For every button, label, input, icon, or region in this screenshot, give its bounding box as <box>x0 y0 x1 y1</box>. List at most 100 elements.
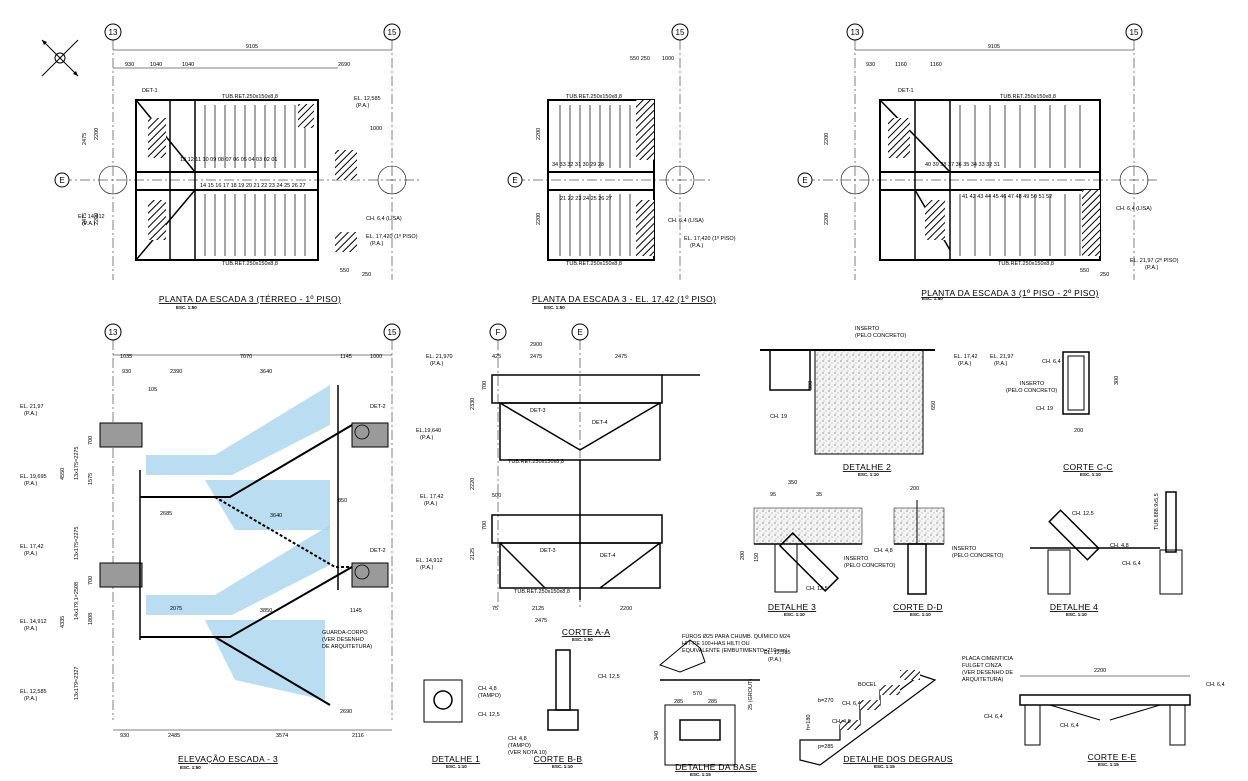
cutdd-pelo: (PELO CONCRETO) <box>952 553 1003 559</box>
plan2-steps-low: 21 22 23 24 25 26 27 <box>560 196 612 202</box>
plan2-tub-top: TUB.RET.250x150x8,8 <box>566 94 622 100</box>
elev-dim-3850: 3850 <box>260 608 272 614</box>
elev-dim-1145b: 1145 <box>350 608 362 614</box>
dim-9105: 9105 <box>246 44 258 50</box>
plan1-det1: DET-1 <box>142 88 158 94</box>
base-dim-285b: 285 <box>708 699 717 705</box>
elev-el2197: EL. 21,97 <box>20 404 44 410</box>
elev-dim-2116: 2116 <box>352 733 364 739</box>
plan3-tub-bottom: TUB.RET.250x150x8,8 <box>998 261 1054 267</box>
det1-title: DETALHE 1 <box>432 754 480 764</box>
cutdd-scale: ESC. 1:10 <box>910 612 931 617</box>
cutcc-title: CORTE C-C <box>1063 462 1113 472</box>
plan1-el12585-pa: (P.A.) <box>356 103 370 109</box>
det3-pelo: (PELO CONCRETO) <box>844 563 895 569</box>
base-el12585: EL. 12,585 <box>764 650 791 656</box>
det1-ch48: CH. 4,8 <box>478 686 497 692</box>
cutaa-dim-2200: 2200 <box>620 606 632 612</box>
detail-1: CH. 4,8 (TAMPO) CH. 12,5 DETALHE 1 ESC. … <box>423 679 501 769</box>
cutaa-dim-2475a: 2475 <box>530 354 542 360</box>
plan2-dim-550-250: 550 250 <box>630 56 650 62</box>
steps-p285: p=285 <box>818 744 833 750</box>
cutaa-dim-2125v: 2125 <box>470 548 476 560</box>
det2-scale: ESC. 1:10 <box>858 472 879 477</box>
plan1-tub-top: TUB.RET.250x150x8,8 <box>222 94 278 100</box>
det2-pelo: (PELO CONCRETO) <box>855 333 906 339</box>
cutdd-dim-200: 200 <box>910 486 919 492</box>
det3-dim-200: 200 <box>740 551 746 560</box>
plan1-steps-up: 13 12 11 10 09 08 07 06 05 04 03 02 01 <box>180 157 277 163</box>
plan3-dim-1160b: 1160 <box>930 62 942 68</box>
dim-1000: 1000 <box>370 126 382 132</box>
plan1-el17420-pa: (P.A.) <box>370 241 384 247</box>
plan2-el17420: EL. 17,420 (1º PISO) <box>684 235 736 242</box>
cutcc-ch64: CH. 6,4 <box>1042 359 1061 365</box>
plan3-ch64: CH. 6,4 (LISA) <box>1116 206 1152 212</box>
plan1-el12585: EL. 12,585 <box>354 96 381 102</box>
cutaa-el1742: EL. 17,42 <box>420 494 444 500</box>
cutbb-nota: (VER NOTA 10) <box>508 750 547 756</box>
plan1-dim-2475b: 2475 <box>82 213 88 225</box>
plan3-tub-top: TUB.RET.250x150x8,8 <box>1000 94 1056 100</box>
elev-dim-7070: 7070 <box>240 354 252 360</box>
elev-el14912: EL. 14,912 <box>20 619 47 625</box>
plan2-el17420-pa: (P.A.) <box>690 243 704 249</box>
cutaa-dim-425: 425 <box>492 354 501 360</box>
cutcc-dim-200: 200 <box>1074 428 1083 434</box>
elev-guarda2: (VER DESENHO <box>322 637 365 643</box>
cutaa-el14912: EL. 14,912 <box>416 558 443 564</box>
elev-dim-2685: 2685 <box>160 511 172 517</box>
section-ee: 2200 CH. 6,4 CH. 6,4 CH. 6,4 CORTE E-E E… <box>984 668 1225 767</box>
steps-bocel: BOCEL <box>858 682 877 688</box>
cutaa-det3a: DET-3 <box>530 408 546 414</box>
steps-placa2: FULGET CINZA <box>962 663 1002 669</box>
cutaa-det3b: DET-3 <box>540 548 556 554</box>
elev-el19695-pa: (P.A.) <box>24 481 38 487</box>
elev-el2197-pa: (P.A.) <box>24 411 38 417</box>
plan-3: 13 15 E 9105 930 1160 1160 40 39 38 37 3… <box>797 23 1179 301</box>
elev-dim-13x175a: 13x175=2275 <box>74 447 80 481</box>
steps-ch48: CH. 4,8 <box>832 719 851 725</box>
cutbb-ch125: CH. 12,5 <box>598 674 620 680</box>
steps-scale: ESC. 1:15 <box>874 764 895 769</box>
cutaa-el21970-pa: (P.A.) <box>430 361 444 367</box>
dim-2690: 2690 <box>338 62 350 68</box>
cutaa-dim-2220: 2220 <box>470 478 476 490</box>
cutbb-scale: ESC. 1:10 <box>552 764 573 769</box>
cutee-ch64b: CH. 6,4 <box>984 714 1003 720</box>
det1-ch125: CH. 12,5 <box>478 712 500 718</box>
detail-base: FUROS Ø25 PARA CHUMB. QUÍMICO M24 HIT-RE… <box>654 633 791 777</box>
plan2-dim-2200b: 2200 <box>536 213 542 225</box>
plan1-title: PLANTA DA ESCADA 3 (TÉRREO - 1º PISO) <box>159 294 341 304</box>
base-furos1: FUROS Ø25 PARA CHUMB. QUÍMICO M24 <box>682 633 790 640</box>
elev-dim-2390: 2390 <box>170 369 182 375</box>
elev-el1742-pa: (P.A.) <box>24 551 38 557</box>
grid-15-label: 15 <box>388 28 397 37</box>
plan1-dim-2200b: 2200 <box>94 213 100 225</box>
plan3-dim-2200b: 2200 <box>824 213 830 225</box>
section-aa: F E 2900 425 2475 2475 EL. 21,970 (P.A.)… <box>416 323 700 642</box>
elev-dim-1575: 1575 <box>88 473 94 485</box>
plan1-dim-250: 250 <box>362 272 371 278</box>
det2-el1742: EL. 17,42 <box>954 354 978 360</box>
plan1-steps-lower: 14 15 16 17 18 19 20 21 22 23 24 25 26 2… <box>200 183 306 189</box>
cutaa-det4a: DET-4 <box>592 420 608 426</box>
cutbb-tampo: (TAMPO) <box>508 743 531 749</box>
det3-dim-35: 35 <box>816 492 822 498</box>
plan2-dim-1000: 1000 <box>662 56 674 62</box>
plan1-ch64: CH. 6,4 (LISA) <box>366 216 402 222</box>
cutdd-title: CORTE D-D <box>893 602 943 612</box>
steps-placa4: ARQUITETURA) <box>962 677 1003 683</box>
steps-ch64: CH. 6,4 <box>842 701 861 707</box>
cutaa-el1742-pa: (P.A.) <box>424 501 438 507</box>
elev-dim-13x179: 13x179=2327 <box>74 667 80 701</box>
grid-13-label: 13 <box>109 28 118 37</box>
base-dim-340: 340 <box>654 731 660 740</box>
cutaa-dim-2475c: 2475 <box>535 618 547 624</box>
elev-dim-2075: 2075 <box>170 606 182 612</box>
plan3-dim-2200a: 2200 <box>824 133 830 145</box>
elev-el1742: EL. 17,42 <box>20 544 44 550</box>
plan-1: 13 15 E 9105 930 1040 1040 2690 1000 13 <box>54 23 420 310</box>
det1-scale: ESC. 1:10 <box>446 764 467 769</box>
